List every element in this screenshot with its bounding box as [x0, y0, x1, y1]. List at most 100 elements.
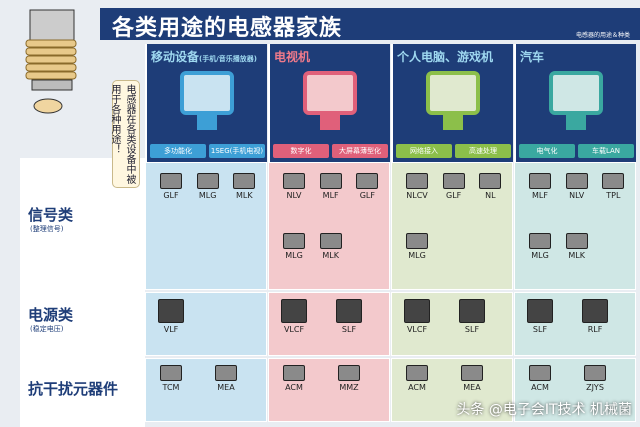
component-icon — [565, 233, 588, 249]
row-sublabel: (整理信号) — [30, 225, 64, 233]
feature-tag: 网络接入 — [396, 144, 452, 158]
component-icon — [158, 299, 184, 323]
component-icon — [527, 299, 553, 323]
inductor-component: MLF — [314, 173, 348, 200]
inductor-component: ACM — [277, 365, 311, 392]
device-name: 移动设备(手机/音乐播放器) — [151, 50, 257, 64]
component-icon — [459, 299, 485, 323]
component-cell: NLV MLF GLF MLG MLK — [268, 162, 390, 290]
component-icon — [233, 173, 256, 189]
component-label: MEA — [217, 383, 235, 392]
watermark: 头条 @电子会IT技术 机械菌 — [456, 402, 632, 418]
component-label: MEA — [463, 383, 481, 392]
component-icon — [406, 365, 428, 381]
component-icon — [196, 173, 219, 189]
inductor-component: MMZ — [332, 365, 366, 392]
component-icon — [584, 365, 606, 381]
device-illustration — [303, 71, 357, 130]
component-cell: NLCV GLF NL MLG — [391, 162, 513, 290]
component-cell: ACM MEA — [391, 358, 513, 422]
component-label: GLF — [446, 191, 462, 200]
inductor-component: MLK — [227, 173, 261, 200]
component-icon — [319, 233, 342, 249]
subtitle: 电感器的用途＆种类 — [575, 32, 630, 39]
component-icon — [160, 365, 182, 381]
inductor-component: ACM — [400, 365, 434, 392]
inductor-component: SLF — [332, 299, 366, 334]
component-label: NLV — [286, 191, 302, 200]
device-panel-2: 个人电脑、游戏机 网络接入 高速处理 — [391, 44, 513, 162]
component-label: NLV — [569, 191, 585, 200]
component-icon — [406, 233, 428, 249]
component-label: MLK — [236, 191, 253, 200]
inductor-component: VLCF — [400, 299, 434, 334]
feature-tag: 车载LAN — [578, 144, 634, 158]
component-icon — [160, 173, 182, 189]
component-cell: GLF MLG MLK — [145, 162, 267, 290]
row-label: 信号类 — [28, 206, 74, 224]
component-icon — [404, 299, 430, 323]
inductor-component: GLF — [154, 173, 188, 200]
component-label: MLG — [531, 251, 549, 260]
feature-tag: 大屏幕薄型化 — [332, 144, 388, 158]
component-label: VLCF — [283, 325, 305, 334]
inductor-component: MLF — [523, 173, 557, 200]
component-label: SLF — [341, 325, 357, 334]
device-illustration — [549, 71, 603, 130]
inductor-component: NL — [473, 173, 507, 200]
component-label: ACM — [531, 383, 549, 392]
inductor-component: GLF — [350, 173, 384, 200]
component-label: GLF — [359, 191, 375, 200]
inductor-component: NLV — [560, 173, 594, 200]
component-icon — [529, 233, 551, 249]
inductor-component: MLG — [191, 173, 225, 200]
inductor-component: VLF — [154, 299, 188, 334]
component-label: TCM — [162, 383, 180, 392]
device-panel-0: 移动设备(手机/音乐播放器) 多功能化 1SEG(手机电视) — [145, 44, 267, 162]
component-label: GLF — [163, 191, 179, 200]
inductor-component: MLG — [277, 233, 311, 260]
speech-bubble: 电感器在各类设备中被用于各种用途！ — [109, 80, 140, 188]
page-title: 各类用途的电感器家族 — [112, 16, 343, 41]
component-icon — [461, 365, 483, 381]
component-icon — [602, 173, 625, 189]
component-label: MLK — [322, 251, 339, 260]
component-icon — [356, 173, 379, 189]
component-label: VLF — [163, 325, 179, 334]
row-sublabel: (稳定电压) — [30, 325, 64, 333]
feature-tag: 多功能化 — [150, 144, 206, 158]
component-label: MLG — [408, 251, 426, 260]
device-name: 电视机 — [274, 50, 311, 64]
component-label: MMZ — [339, 383, 359, 392]
feature-tag: 1SEG(手机电视) — [209, 144, 265, 158]
component-label: RLF — [587, 325, 603, 334]
component-label: MLF — [322, 191, 339, 200]
component-icon — [406, 173, 428, 189]
row-label: 电源类 — [28, 306, 74, 324]
inductor-component: SLF — [523, 299, 557, 334]
inductor-component: RLF — [578, 299, 612, 334]
component-icon — [319, 173, 342, 189]
component-cell: ACM MMZ — [268, 358, 390, 422]
component-icon — [338, 365, 360, 381]
component-icon — [215, 365, 237, 381]
component-icon — [565, 173, 588, 189]
inductor-component: MLK — [314, 233, 348, 260]
component-label: TPL — [606, 191, 621, 200]
component-label: MLG — [285, 251, 303, 260]
component-label: SLF — [464, 325, 480, 334]
component-label: MLK — [568, 251, 585, 260]
inductor-component: ZJYS — [578, 365, 612, 392]
inductor-component: NLCV — [400, 173, 434, 200]
component-cell: SLF RLF — [514, 292, 636, 356]
component-cell: VLCF SLF — [268, 292, 390, 356]
inductor-component: MEA — [455, 365, 489, 392]
feature-tag: 数字化 — [273, 144, 329, 158]
device-panel-1: 电视机 数字化 大屏幕薄型化 — [268, 44, 390, 162]
inductor-component: MLG — [523, 233, 557, 260]
component-label: VLCF — [406, 325, 428, 334]
component-icon — [336, 299, 362, 323]
inductor-component: MEA — [209, 365, 243, 392]
row-label: 抗干扰元器件 — [28, 380, 119, 398]
inductor-component: MLG — [400, 233, 434, 260]
